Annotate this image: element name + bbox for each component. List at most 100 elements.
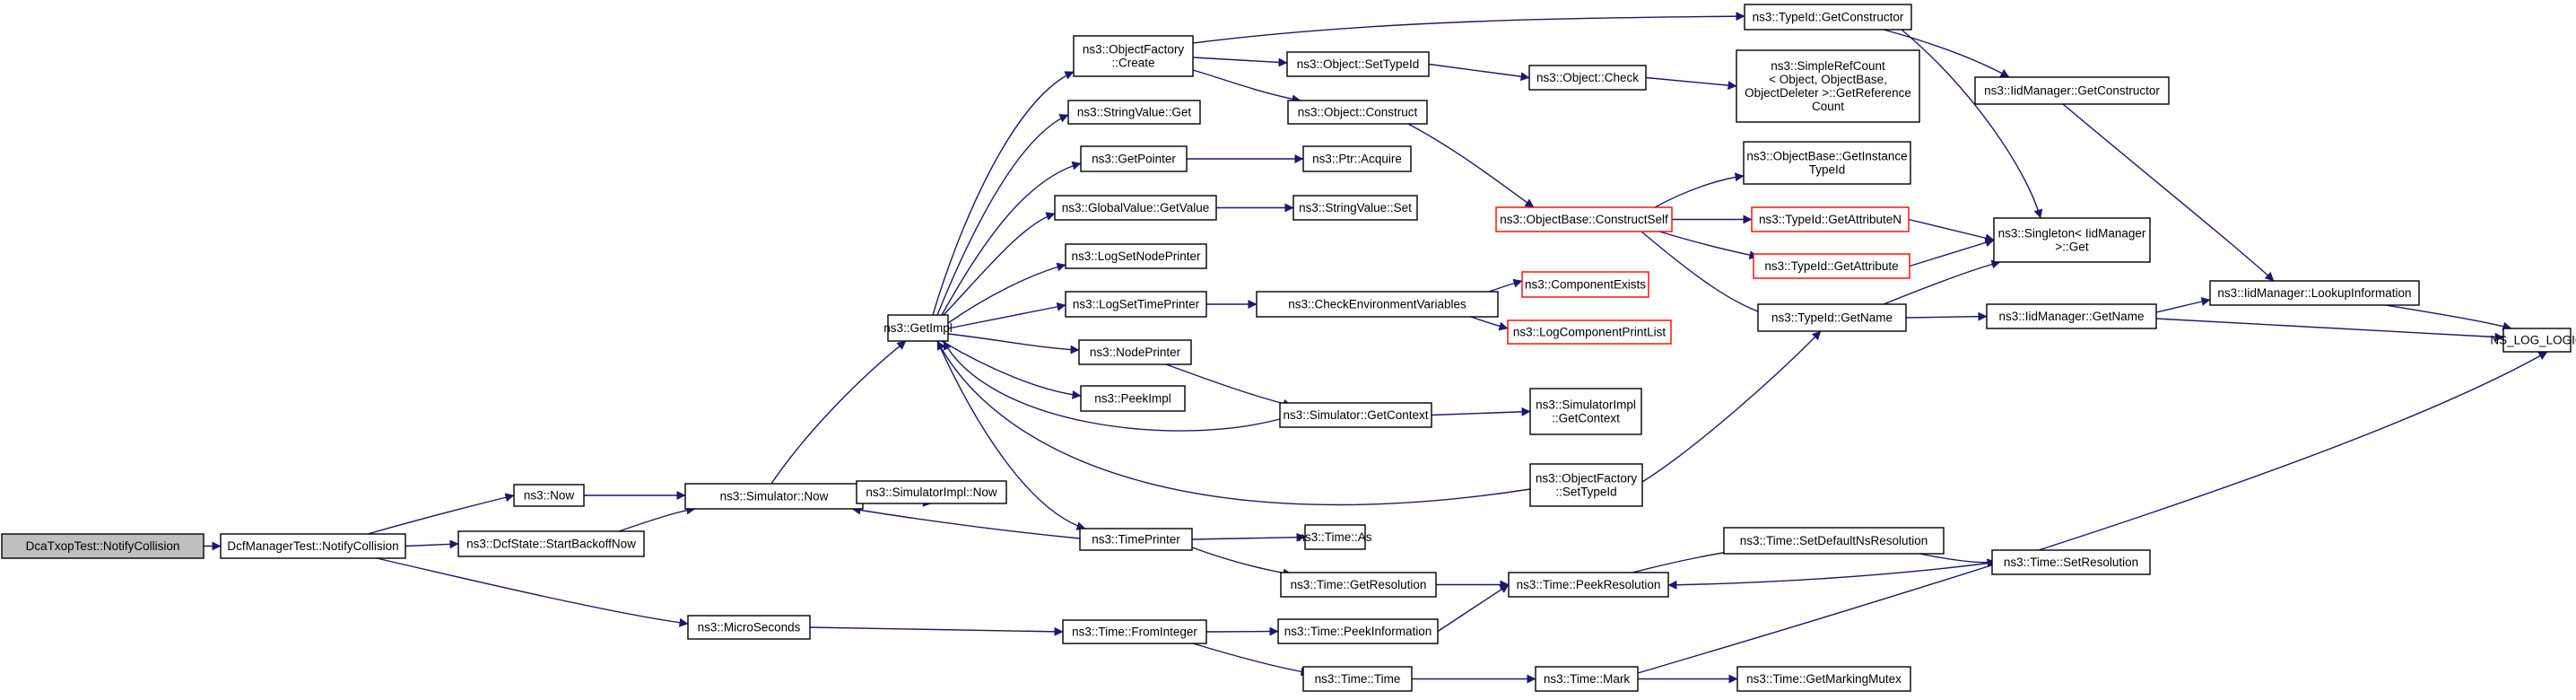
function-node[interactable]: ns3::ObjectFactory::Create: [1073, 35, 1194, 77]
highlighted-node-box[interactable]: [1495, 206, 1673, 232]
function-node[interactable]: ns3::TypeId::GetAttribute: [1753, 253, 1910, 279]
function-node[interactable]: ns3::Time::Time: [1302, 666, 1413, 692]
function-node[interactable]: ns3::DcfState::StartBackoffNow: [457, 530, 645, 557]
function-node[interactable]: ns3::Object::Construct: [1287, 100, 1428, 125]
node-box[interactable]: [1991, 549, 2151, 575]
function-node[interactable]: ns3::LogSetNodePrinter: [1065, 243, 1207, 269]
root-node-box[interactable]: [1, 533, 205, 559]
node-box[interactable]: [220, 533, 406, 559]
function-node[interactable]: ns3::IidManager::LookupInformation: [2209, 280, 2420, 306]
node-box[interactable]: [1287, 100, 1428, 125]
function-node[interactable]: NS_LOG_LOGIC: [2490, 328, 2576, 353]
node-box[interactable]: [684, 483, 864, 510]
function-node[interactable]: ns3::Time::PeekInformation: [1277, 618, 1439, 644]
function-node[interactable]: ns3::Time::PeekResolution: [1508, 572, 1669, 598]
node-box[interactable]: [1067, 100, 1201, 125]
node-box[interactable]: [1286, 51, 1430, 77]
node-box[interactable]: [2502, 328, 2572, 353]
function-node[interactable]: ns3::Ptr::Acquire: [1302, 145, 1412, 172]
node-box[interactable]: [1065, 243, 1207, 269]
node-box[interactable]: [1304, 524, 1366, 550]
function-node[interactable]: ns3::Now: [513, 484, 585, 507]
function-node[interactable]: ns3::ObjectFactory::SetTypeId: [1529, 463, 1643, 507]
node-box[interactable]: [1529, 463, 1643, 507]
function-node[interactable]: ns3::PeekImpl: [1080, 385, 1186, 412]
function-node[interactable]: ns3::TimePrinter: [1079, 528, 1193, 551]
highlighted-node-box[interactable]: [1753, 253, 1910, 279]
node-box[interactable]: [1073, 35, 1194, 77]
node-box[interactable]: [1277, 618, 1439, 644]
function-node[interactable]: ns3::Time::FromInteger: [1062, 619, 1207, 644]
function-node[interactable]: ns3::CheckEnvironmentVariables: [1256, 291, 1499, 318]
function-node[interactable]: ns3::SimulatorImpl::GetContext: [1529, 388, 1642, 435]
node-box[interactable]: [1080, 145, 1188, 172]
node-box[interactable]: [1736, 666, 1911, 692]
node-box[interactable]: [2209, 280, 2420, 306]
node-box[interactable]: [1974, 76, 2170, 105]
node-box[interactable]: [887, 314, 949, 342]
node-box[interactable]: [1743, 141, 1911, 185]
function-node[interactable]: ns3::Time::GetMarkingMutex: [1736, 666, 1911, 692]
node-box[interactable]: [513, 484, 585, 507]
function-node[interactable]: ns3::Time::As: [1298, 524, 1372, 550]
function-node[interactable]: ns3::TypeId::GetName: [1757, 303, 1907, 332]
function-node[interactable]: ns3::NodePrinter: [1078, 339, 1192, 365]
function-node[interactable]: ns3::Time::SetResolution: [1991, 549, 2151, 575]
function-node[interactable]: ns3::IidManager::GetName: [1986, 303, 2157, 329]
node-box[interactable]: [1302, 145, 1412, 172]
node-box[interactable]: [1757, 303, 1907, 332]
function-node[interactable]: ns3::GetPointer: [1080, 145, 1188, 172]
highlighted-node-box[interactable]: [1521, 271, 1649, 298]
node-box[interactable]: [1528, 65, 1647, 91]
function-node[interactable]: ns3::Singleton< IidManager >::Get: [1993, 217, 2151, 263]
node-box[interactable]: [1535, 666, 1639, 692]
node-box[interactable]: [1723, 527, 1945, 555]
function-node[interactable]: ns3::TypeId::GetConstructor: [1744, 4, 1912, 31]
node-box[interactable]: [1508, 572, 1669, 598]
node-box[interactable]: [1079, 528, 1193, 551]
node-box[interactable]: [1062, 619, 1207, 644]
function-node[interactable]: DcfManagerTest::NotifyCollision: [220, 533, 406, 559]
function-node[interactable]: ns3::Simulator::GetContext: [1279, 402, 1432, 428]
function-node[interactable]: ns3::Time::GetResolution: [1280, 572, 1437, 598]
node-box[interactable]: [1529, 388, 1642, 435]
function-node[interactable]: ns3::Time::Mark: [1535, 666, 1639, 692]
function-node[interactable]: ns3::Time::SetDefaultNsResolution: [1723, 527, 1945, 555]
function-node[interactable]: ns3::TypeId::GetAttributeN: [1751, 206, 1910, 232]
highlighted-node-box[interactable]: [1507, 319, 1672, 345]
node-box[interactable]: [1986, 303, 2157, 329]
node-box[interactable]: [1065, 291, 1207, 318]
node-box[interactable]: [1256, 291, 1499, 318]
function-node[interactable]: ns3::MicroSeconds: [687, 615, 811, 640]
function-node[interactable]: ns3::Object::Check: [1528, 65, 1647, 91]
node-box[interactable]: [1279, 402, 1432, 428]
node-box[interactable]: [1744, 4, 1912, 31]
function-node[interactable]: ns3::Simulator::Now: [684, 483, 864, 510]
function-node[interactable]: ns3::LogComponentPrintList: [1507, 319, 1672, 345]
node-box[interactable]: [1280, 572, 1437, 598]
function-node[interactable]: ns3::ComponentExists: [1521, 271, 1649, 298]
node-box[interactable]: [1736, 49, 1920, 123]
function-node[interactable]: ns3::LogSetTimePrinter: [1065, 291, 1207, 318]
highlighted-node-box[interactable]: [1751, 206, 1910, 232]
function-node[interactable]: ns3::ObjectBase::ConstructSelf: [1495, 206, 1673, 232]
function-node[interactable]: ns3::StringValue::Get: [1067, 100, 1201, 125]
function-node[interactable]: ns3::SimulatorImpl::Now: [856, 480, 1007, 504]
node-box[interactable]: [687, 615, 811, 640]
function-node[interactable]: DcaTxopTest::NotifyCollision: [1, 533, 205, 559]
function-node[interactable]: ns3::GetImpl: [883, 314, 953, 342]
function-node[interactable]: ns3::GlobalValue::GetValue: [1054, 195, 1217, 221]
function-node[interactable]: ns3::Object::SetTypeId: [1286, 51, 1430, 77]
node-box[interactable]: [1054, 195, 1217, 221]
node-box[interactable]: [1080, 385, 1186, 412]
node-box[interactable]: [1993, 217, 2151, 263]
function-node[interactable]: ns3::StringValue::Set: [1292, 195, 1418, 221]
node-box[interactable]: [856, 480, 1007, 504]
node-box[interactable]: [457, 530, 645, 557]
node-box[interactable]: [1078, 339, 1192, 365]
node-box[interactable]: [1292, 195, 1418, 221]
node-box[interactable]: [1302, 666, 1413, 692]
function-node[interactable]: ns3::SimpleRefCount< Object, ObjectBase,…: [1736, 49, 1920, 123]
function-node[interactable]: ns3::IidManager::GetConstructor: [1974, 76, 2170, 105]
